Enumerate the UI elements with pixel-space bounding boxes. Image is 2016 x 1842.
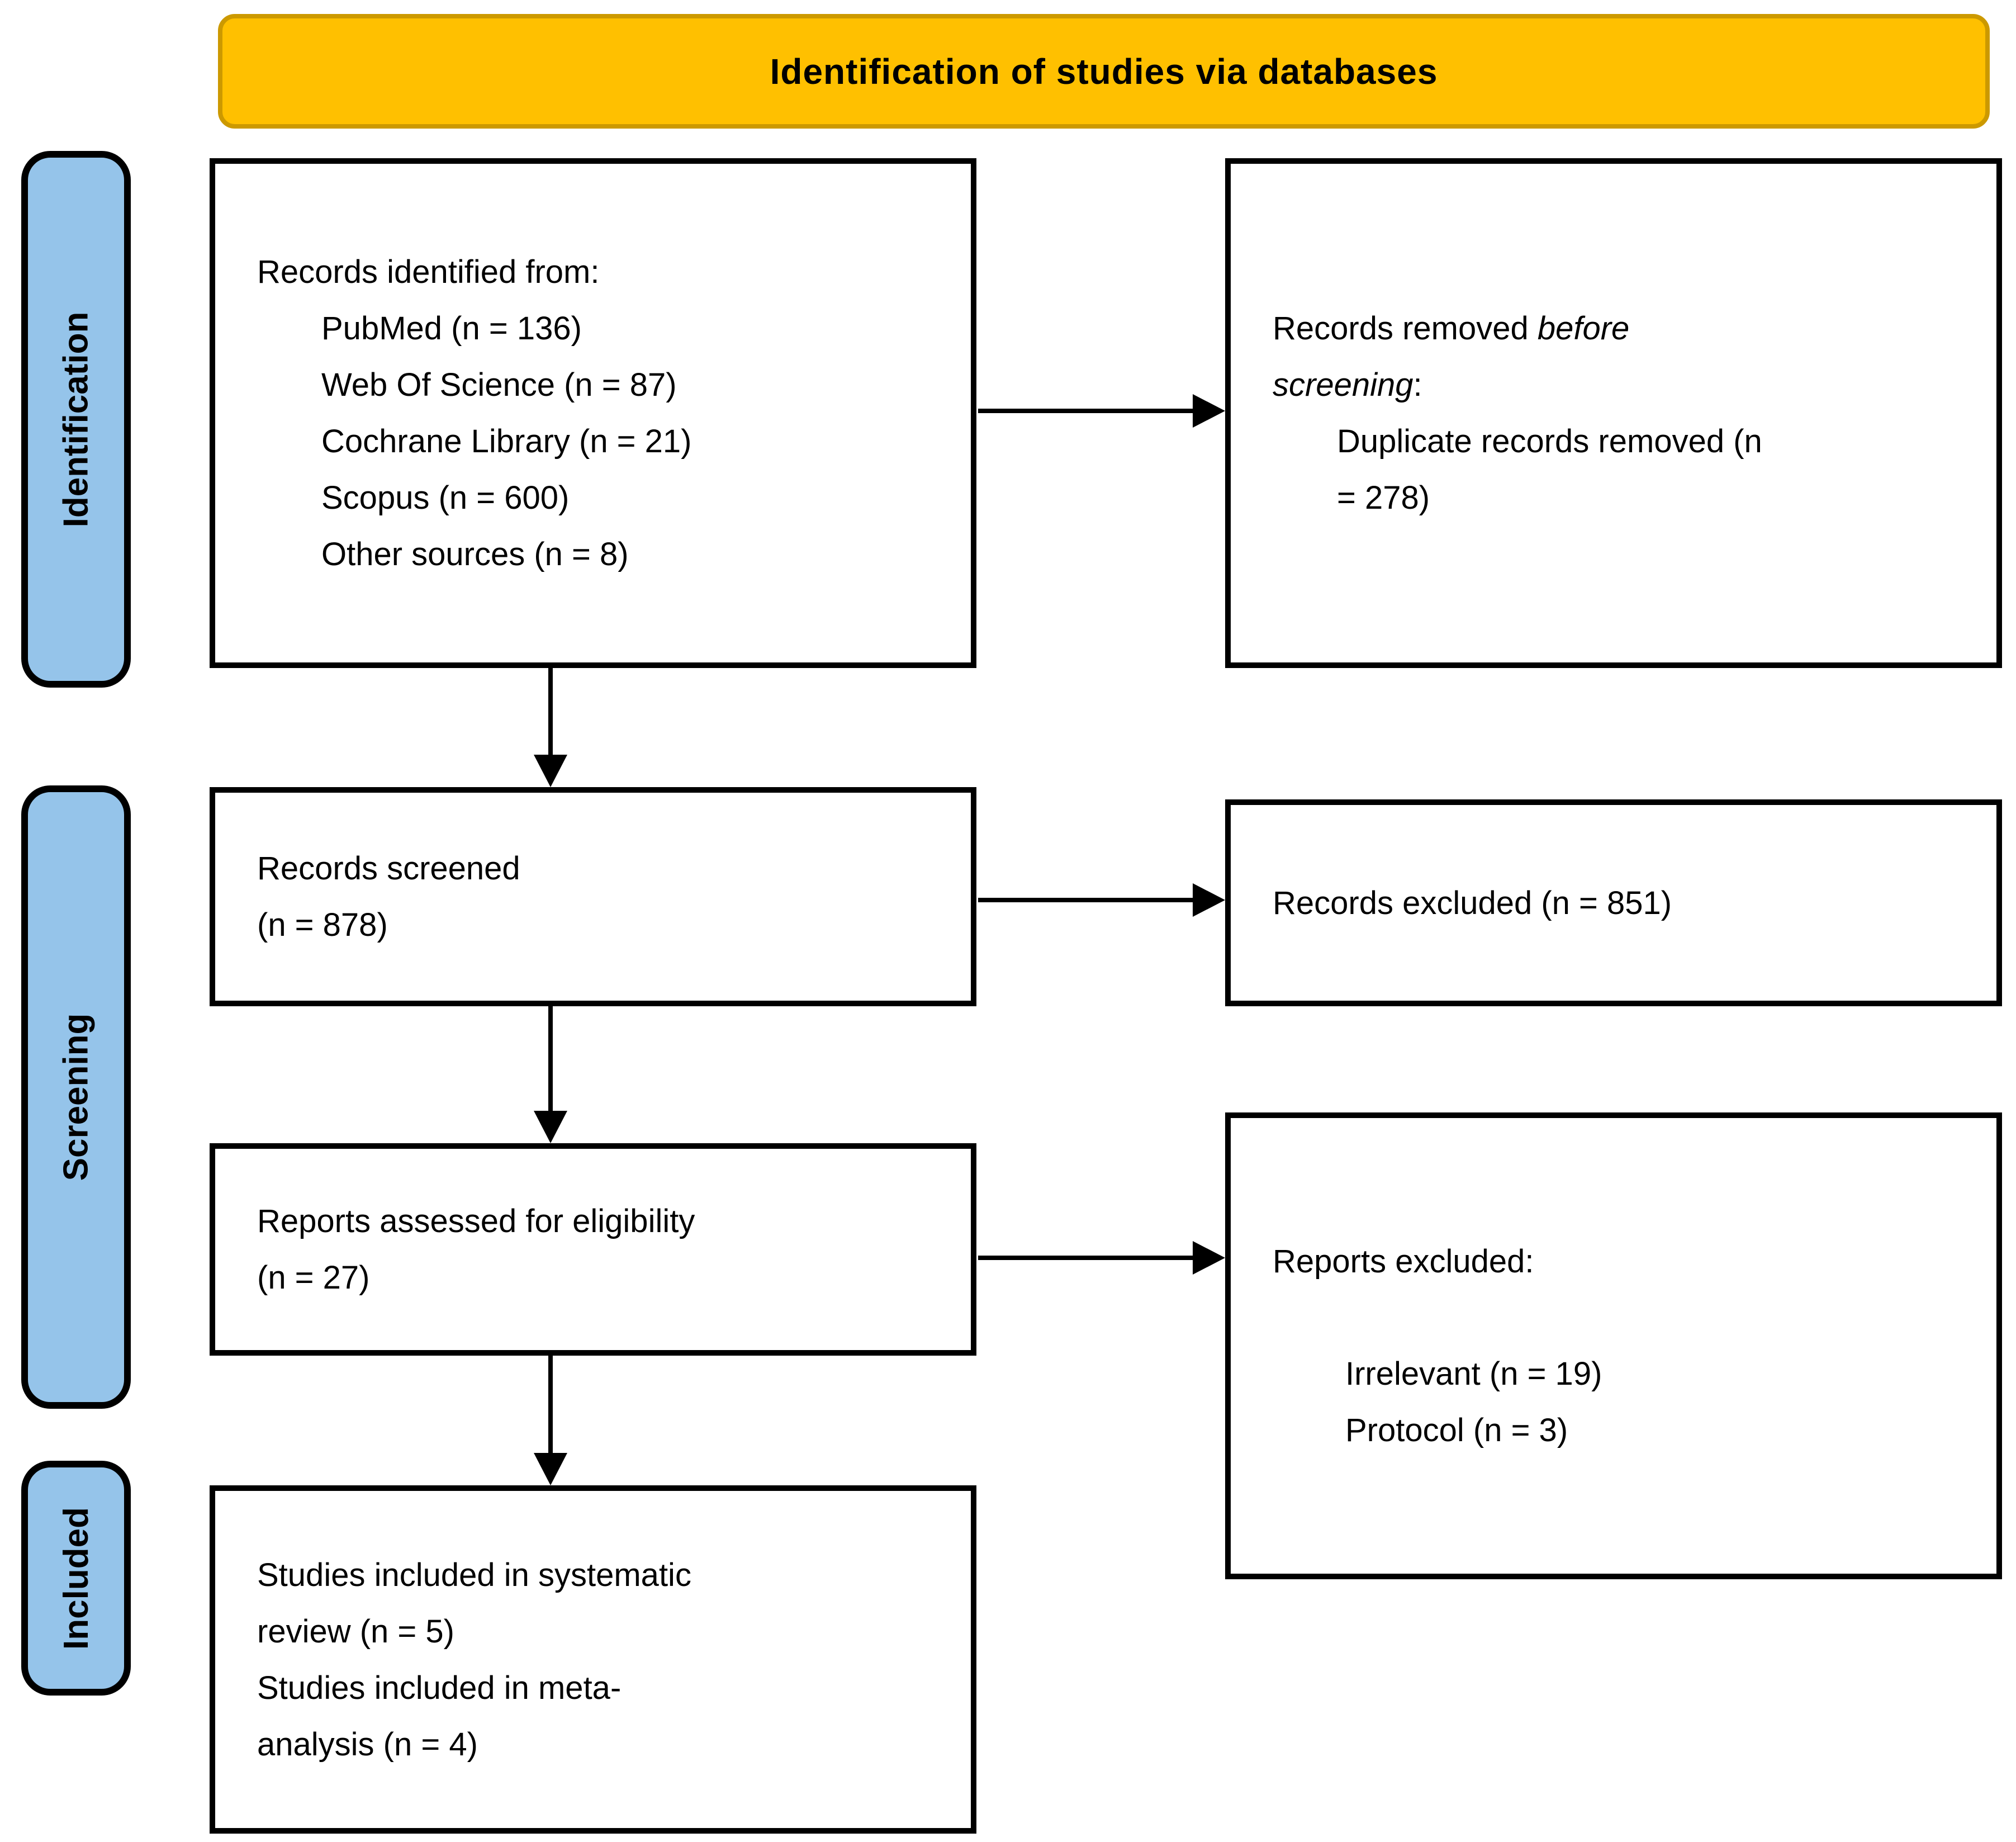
arrow-line bbox=[978, 409, 1196, 413]
stage-screening-label: Screening bbox=[56, 1013, 96, 1181]
box-reports-excluded: Reports excluded: Irrelevant (n = 19) Pr… bbox=[1225, 1112, 2002, 1579]
reports-assessed-line: (n = 27) bbox=[257, 1259, 370, 1296]
records-identified-item: Other sources (n = 8) bbox=[321, 536, 629, 572]
records-identified-item: Web Of Science (n = 87) bbox=[321, 367, 677, 403]
reports-excluded-item: Protocol (n = 3) bbox=[1345, 1412, 1568, 1448]
arrow-head-icon bbox=[534, 1111, 567, 1143]
stage-identification-label: Identification bbox=[56, 311, 96, 527]
box-records-excluded: Records excluded (n = 851) bbox=[1225, 799, 2002, 1006]
box-records-removed: Records removed before screening: Duplic… bbox=[1225, 158, 2002, 668]
arrow-head-icon bbox=[1193, 1241, 1225, 1275]
records-removed-line1: Records removed before bbox=[1273, 300, 1974, 357]
arrow-line bbox=[978, 898, 1196, 902]
records-excluded-text: Records excluded (n = 851) bbox=[1273, 884, 1672, 921]
arrow-line bbox=[548, 1356, 553, 1455]
box-records-identified: Records identified from: PubMed (n = 136… bbox=[210, 158, 976, 668]
studies-included-line: Studies included in systematic bbox=[257, 1556, 691, 1593]
records-screened-line: (n = 878) bbox=[257, 907, 388, 943]
studies-included-line: Studies included in meta- bbox=[257, 1669, 622, 1706]
reports-excluded-intro: Reports excluded: bbox=[1273, 1243, 1534, 1280]
stage-included-label: Included bbox=[56, 1507, 96, 1650]
arrow-head-icon bbox=[1193, 883, 1225, 917]
records-removed-detail: = 278) bbox=[1337, 480, 1430, 516]
box-records-screened: Records screened (n = 878) bbox=[210, 787, 976, 1006]
banner: Identification of studies via databases bbox=[218, 14, 1990, 129]
reports-assessed-line: Reports assessed for eligibility bbox=[257, 1203, 695, 1239]
spacer bbox=[1273, 1290, 1974, 1346]
arrow-head-icon bbox=[534, 1453, 567, 1485]
stage-identification: Identification bbox=[21, 151, 131, 688]
arrow-line bbox=[978, 1256, 1196, 1260]
records-removed-italic: before bbox=[1537, 310, 1630, 347]
records-screened-line: Records screened bbox=[257, 850, 520, 887]
stage-included: Included bbox=[21, 1461, 131, 1696]
box-reports-assessed: Reports assessed for eligibility (n = 27… bbox=[210, 1143, 976, 1356]
banner-title: Identification of studies via databases bbox=[770, 51, 1438, 92]
records-removed-colon: : bbox=[1413, 367, 1422, 403]
records-identified-item: PubMed (n = 136) bbox=[321, 310, 582, 347]
studies-included-line: review (n = 5) bbox=[257, 1613, 454, 1650]
reports-excluded-item: Irrelevant (n = 19) bbox=[1345, 1356, 1602, 1392]
records-removed-line2: screening: bbox=[1273, 357, 1974, 413]
records-identified-intro: Records identified from: bbox=[257, 254, 600, 290]
arrow-head-icon bbox=[1193, 394, 1225, 428]
box-studies-included: Studies included in systematic review (n… bbox=[210, 1485, 976, 1834]
records-identified-item: Cochrane Library (n = 21) bbox=[321, 423, 692, 460]
studies-included-line: analysis (n = 4) bbox=[257, 1726, 478, 1763]
stage-screening: Screening bbox=[21, 785, 131, 1409]
records-removed-detail: Duplicate records removed (n bbox=[1337, 423, 1762, 460]
arrow-head-icon bbox=[534, 755, 567, 787]
records-identified-item: Scopus (n = 600) bbox=[321, 480, 570, 516]
records-removed-text: Records removed bbox=[1273, 310, 1538, 347]
arrow-line bbox=[548, 1006, 553, 1112]
records-removed-italic: screening bbox=[1273, 367, 1413, 403]
arrow-line bbox=[548, 668, 553, 756]
